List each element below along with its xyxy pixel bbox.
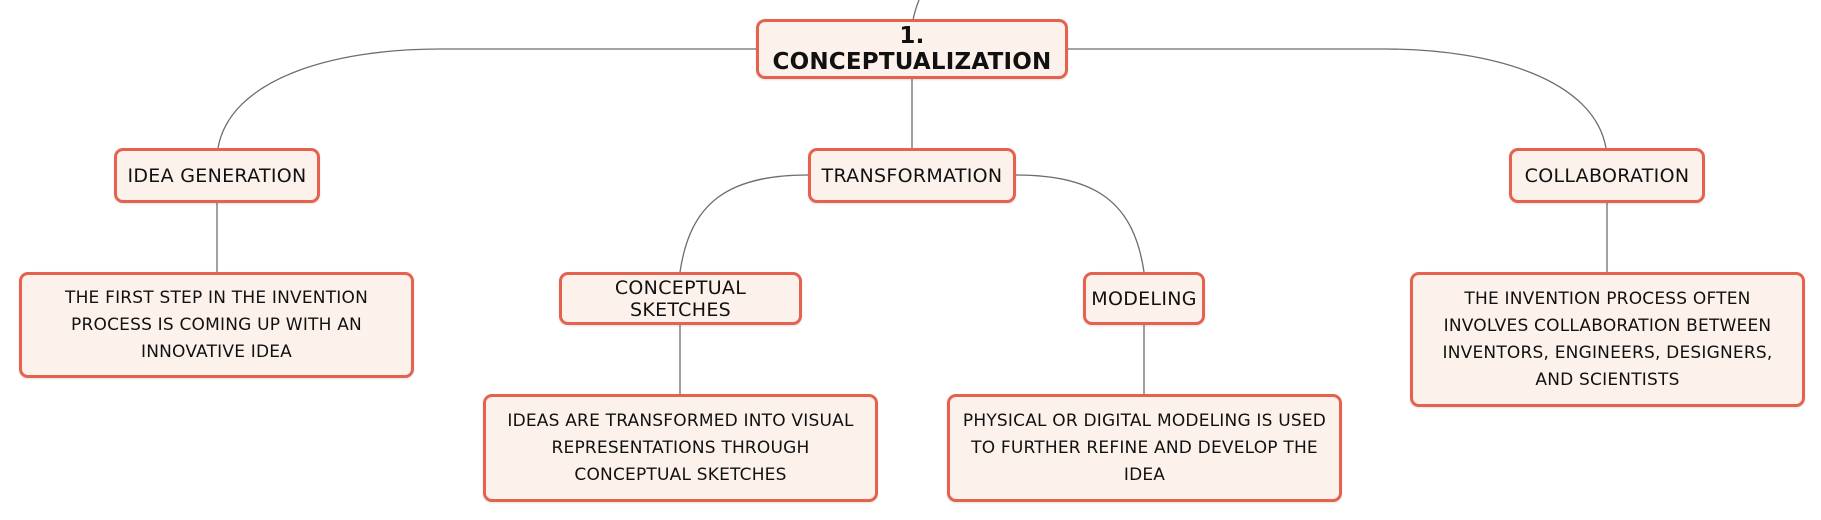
root-node[interactable]: 1. CONCEPTUALIZATION [756,19,1068,79]
collaboration-detail-text: THE INVENTION PROCESS OFTEN INVOLVES COL… [1442,288,1773,390]
modeling-detail-text: PHYSICAL OR DIGITAL MODELING IS USED TO … [962,410,1327,485]
idea-generation-detail-node[interactable]: THE FIRST STEP IN THE INVENTION PROCESS … [19,272,414,378]
modeling-detail-node[interactable]: PHYSICAL OR DIGITAL MODELING IS USED TO … [947,394,1342,502]
connector-root-to-idea-generation [217,48,756,149]
modeling-label: MODELING [1091,287,1197,310]
transformation-label: TRANSFORMATION [821,164,1003,187]
modeling-node[interactable]: MODELING [1083,272,1205,325]
collaboration-detail-node[interactable]: THE INVENTION PROCESS OFTEN INVOLVES COL… [1410,272,1805,407]
root-node-label: 1. CONCEPTUALIZATION [772,23,1052,75]
collaboration-label: COLLABORATION [1524,164,1690,187]
connector-transformation-to-modeling [1015,174,1145,273]
connector-incoming-root [912,0,920,21]
conceptual-sketches-detail-node[interactable]: IDEAS ARE TRANSFORMED INTO VISUAL REPRES… [483,394,878,502]
conceptual-sketches-node[interactable]: CONCEPTUAL SKETCHES [559,272,802,325]
transformation-node[interactable]: TRANSFORMATION [808,148,1016,203]
connector-root-to-collaboration [1068,48,1607,149]
idea-generation-detail-text: THE FIRST STEP IN THE INVENTION PROCESS … [64,287,369,362]
conceptual-sketches-detail-text: IDEAS ARE TRANSFORMED INTO VISUAL REPRES… [507,410,854,485]
conceptual-sketches-label: CONCEPTUAL SKETCHES [614,276,747,321]
collaboration-node[interactable]: COLLABORATION [1509,148,1705,203]
connector-transformation-to-conceptual-sketches [679,174,809,273]
idea-generation-node[interactable]: IDEA GENERATION [114,148,320,203]
idea-generation-label: IDEA GENERATION [127,164,307,187]
